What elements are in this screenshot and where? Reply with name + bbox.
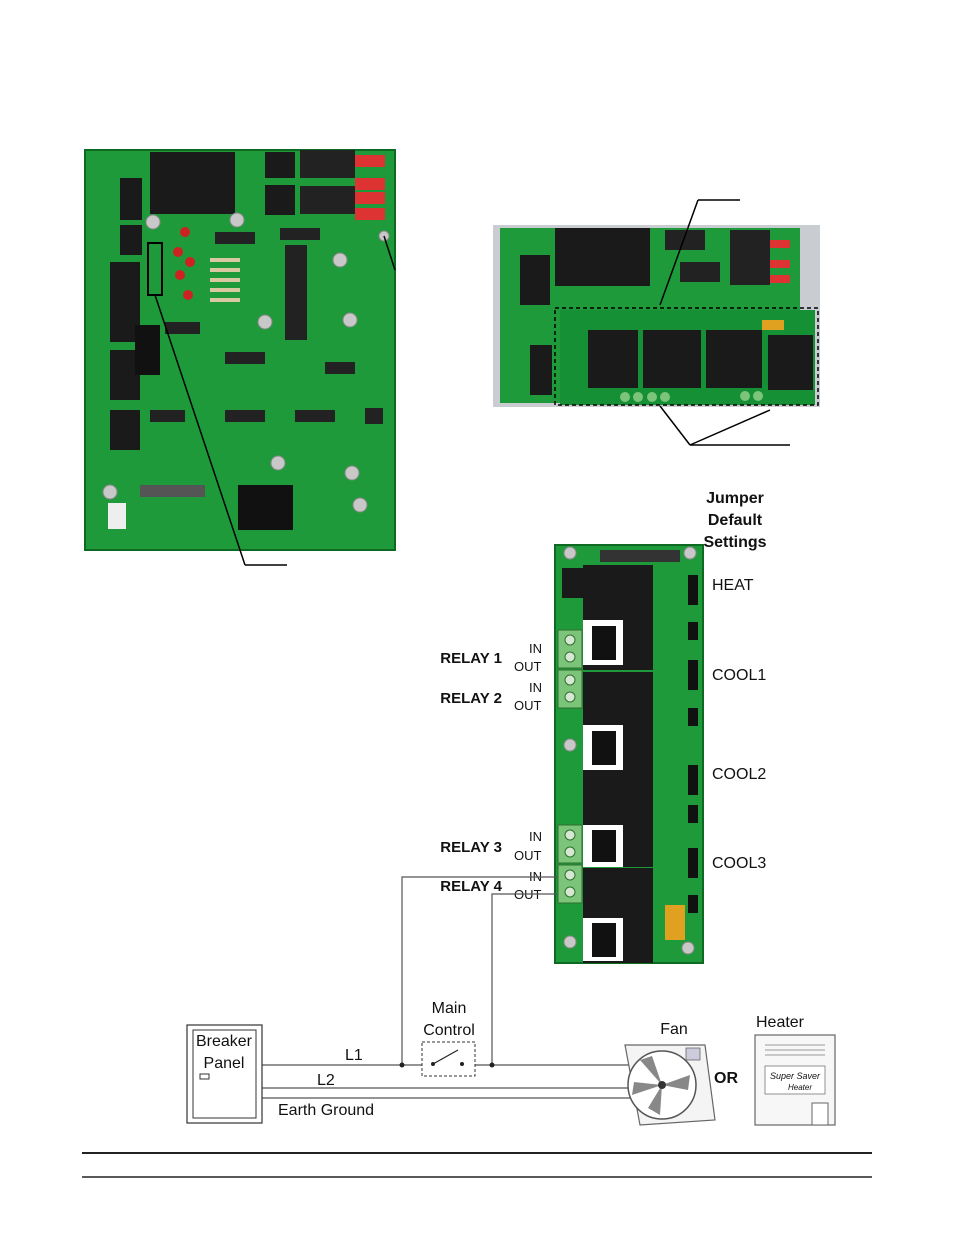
relay-4-label: RELAY 4 IN OUT bbox=[440, 869, 542, 902]
jumper-default-settings-heading: Jumper Default Settings bbox=[703, 490, 766, 551]
l1-label: L1 bbox=[345, 1047, 363, 1064]
enclosure-photo bbox=[493, 225, 820, 407]
jumper-cool3-label: COOL3 bbox=[712, 855, 766, 872]
main-control-switch bbox=[421, 1041, 476, 1077]
earth-ground-label: Earth Ground bbox=[278, 1102, 374, 1119]
jumper-cool1-label: COOL1 bbox=[712, 667, 766, 684]
svg-text:Super Saver: Super Saver bbox=[770, 1071, 821, 1081]
heater-label: Heater bbox=[756, 1014, 805, 1031]
svg-text:IN: IN bbox=[529, 680, 542, 695]
or-label: OR bbox=[714, 1070, 738, 1087]
svg-text:RELAY 2: RELAY 2 bbox=[440, 690, 502, 707]
svg-text:IN: IN bbox=[529, 829, 542, 844]
jumper-heat-label: HEAT bbox=[712, 577, 754, 594]
svg-text:Jumper: Jumper bbox=[706, 490, 764, 507]
svg-text:OUT: OUT bbox=[514, 698, 542, 713]
breaker-panel: Breaker Panel bbox=[186, 1024, 263, 1124]
fan-label: Fan bbox=[660, 1021, 688, 1038]
svg-text:Breaker: Breaker bbox=[196, 1033, 253, 1050]
relay-3-label: RELAY 3 IN OUT bbox=[440, 829, 542, 863]
heater-icon: Super Saver Heater bbox=[754, 1034, 836, 1126]
main-control-label-2: Control bbox=[423, 1022, 475, 1039]
svg-text:Panel: Panel bbox=[204, 1055, 245, 1072]
jumper-cool2-label: COOL2 bbox=[712, 766, 766, 783]
svg-text:RELAY 4: RELAY 4 bbox=[440, 878, 502, 895]
relay-board bbox=[554, 544, 704, 964]
svg-text:IN: IN bbox=[529, 641, 542, 656]
main-board-photo bbox=[84, 149, 396, 551]
relay-body-1 bbox=[583, 565, 653, 670]
svg-text:OUT: OUT bbox=[514, 659, 542, 674]
svg-text:OUT: OUT bbox=[514, 848, 542, 863]
svg-text:Settings: Settings bbox=[703, 534, 766, 551]
svg-text:Default: Default bbox=[708, 512, 763, 529]
svg-text:Heater: Heater bbox=[788, 1083, 812, 1092]
l2-label: L2 bbox=[317, 1072, 335, 1089]
relay-body-2 bbox=[583, 672, 653, 772]
relay-body-3 bbox=[583, 772, 653, 867]
wiring bbox=[262, 876, 640, 1099]
svg-text:RELAY 1: RELAY 1 bbox=[440, 650, 502, 667]
relay-1-label: RELAY 1 IN OUT bbox=[440, 641, 542, 674]
main-control-label: Main bbox=[432, 1000, 467, 1017]
svg-text:RELAY 3: RELAY 3 bbox=[440, 839, 502, 856]
relay-body-4 bbox=[583, 868, 653, 963]
relay-2-label: RELAY 2 IN OUT bbox=[440, 680, 542, 713]
fan-icon bbox=[624, 1044, 716, 1126]
